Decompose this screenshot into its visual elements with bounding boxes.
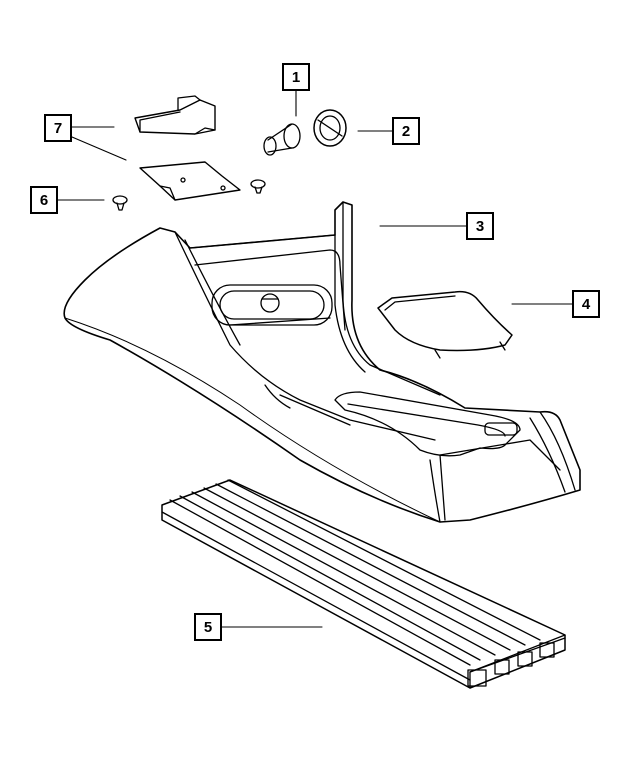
callout-6[interactable]: 6 [30,186,58,214]
leader-lines [57,89,573,628]
trim-panel [377,290,513,359]
callout-5[interactable]: 5 [194,613,222,641]
callout-7[interactable]: 7 [44,114,72,142]
callout-2[interactable]: 2 [392,117,420,145]
leader-7b [71,136,127,161]
console-bezel [63,201,581,523]
callout-3[interactable]: 3 [466,212,494,240]
callout-1[interactable]: 1 [282,63,310,91]
callout-4-label: 4 [581,295,591,313]
callout-7-label: 7 [53,119,63,137]
cup-holder-insert [263,123,301,156]
push-pin-fastener [112,179,266,211]
callout-1-label: 1 [291,68,301,86]
mat [161,479,566,689]
module-and-bracket [134,95,241,201]
callout-4[interactable]: 4 [572,290,600,318]
callout-2-label: 2 [401,122,411,140]
callout-5-label: 5 [203,618,213,636]
callout-6-label: 6 [39,191,49,209]
knob [313,109,347,147]
callout-3-label: 3 [475,217,485,235]
